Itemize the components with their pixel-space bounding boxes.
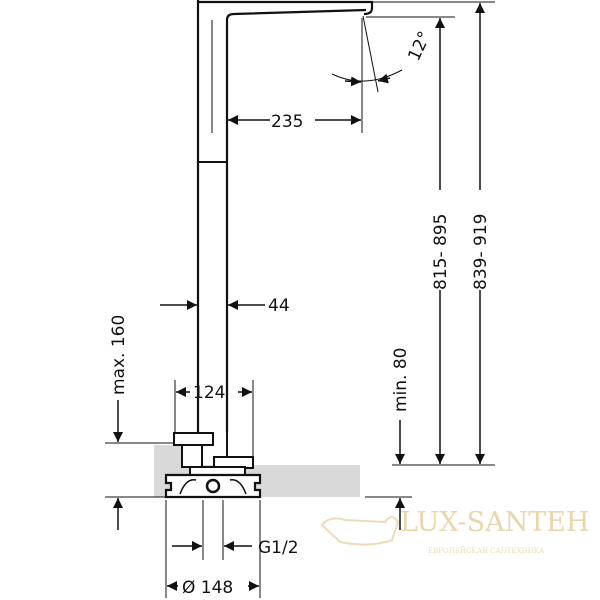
watermark-brand: LUX-SANTEH [400,507,589,538]
watermark-logo: LUX-SANTEH ЕВРОПЕЙСКАЯ САНТЕХНИКА [320,507,589,555]
spout [198,0,374,16]
label-124: 124 [193,383,225,403]
handle-top [173,432,214,446]
label-diameter-148: Ø 148 [182,578,233,598]
bathtub-icon [320,516,400,546]
watermark-tagline: ЕВРОПЕЙСКАЯ САНТЕХНИКА [428,546,545,555]
label-815-895: 815- 895 [431,214,451,290]
faucet-body [196,0,367,432]
label-max-160: max. 160 [109,315,129,395]
label-12deg: 12° [404,28,435,64]
label-min-80: min. 80 [391,348,411,413]
label-g12: G1/2 [258,538,299,558]
label-839-919: 839- 919 [471,214,491,290]
label-44: 44 [268,296,290,316]
label-235: 235 [271,112,303,132]
